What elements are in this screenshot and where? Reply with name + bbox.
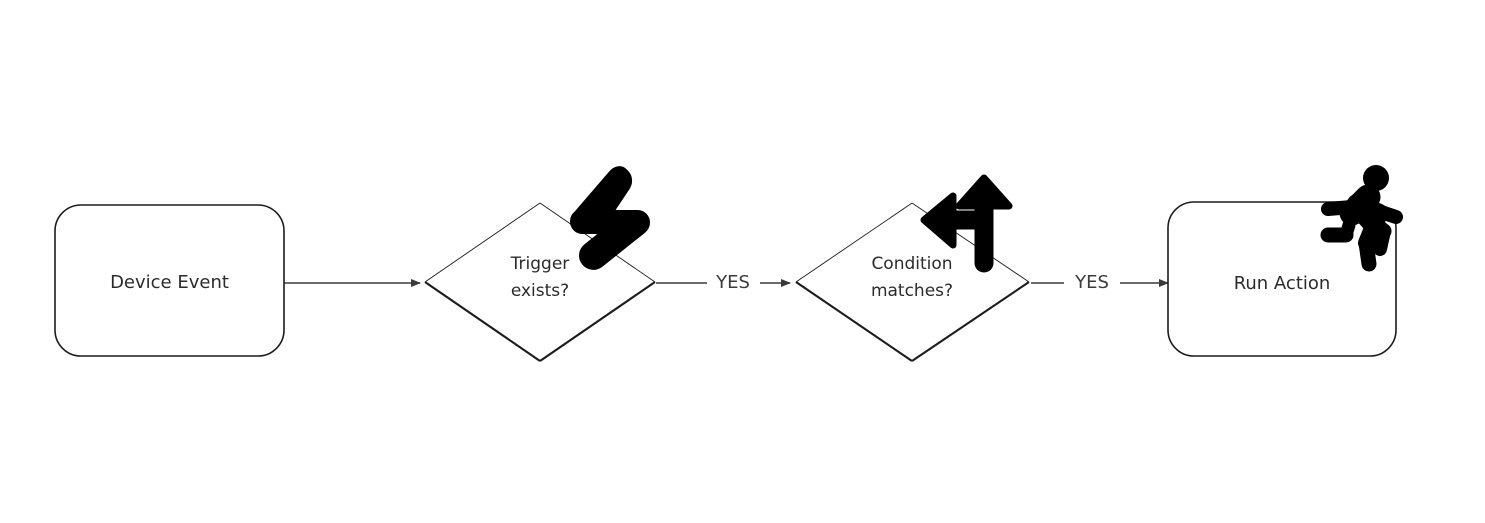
condition-diamond-edge-bottom-right bbox=[911, 281, 1030, 362]
device-event-shape[interactable] bbox=[54, 204, 285, 357]
condition-matches-label-line1: Condition bbox=[871, 254, 952, 274]
node-device-event[interactable]: Device Event bbox=[54, 204, 285, 357]
edge-trigger-to-condition: YES bbox=[656, 272, 791, 293]
condition-diamond-edge-bottom-left bbox=[795, 281, 913, 362]
condition-diamond-edge-top-left bbox=[795, 202, 913, 283]
edge-condition-to-action: YES bbox=[1031, 272, 1169, 293]
lightning-bolt-icon bbox=[570, 166, 650, 270]
branch-fork-arrow-icon bbox=[920, 174, 1013, 273]
edge-label-yes-2: YES bbox=[1074, 272, 1109, 293]
trigger-diamond-edge-bottom-right bbox=[539, 281, 656, 362]
trigger-exists-label-line2: exists? bbox=[511, 281, 569, 301]
condition-matches-label-line2: matches? bbox=[871, 281, 953, 301]
edge-label-yes-1: YES bbox=[715, 272, 750, 293]
trigger-exists-label-line1: Trigger bbox=[510, 254, 570, 274]
node-condition-matches[interactable]: Condition matches? bbox=[795, 202, 1030, 362]
trigger-diamond-edge-bottom-left bbox=[424, 281, 541, 362]
run-action-label: Run Action bbox=[1234, 273, 1331, 294]
trigger-diamond-edge-top-left bbox=[424, 202, 541, 283]
device-event-label: Device Event bbox=[110, 272, 229, 293]
running-person-icon bbox=[1320, 165, 1403, 272]
